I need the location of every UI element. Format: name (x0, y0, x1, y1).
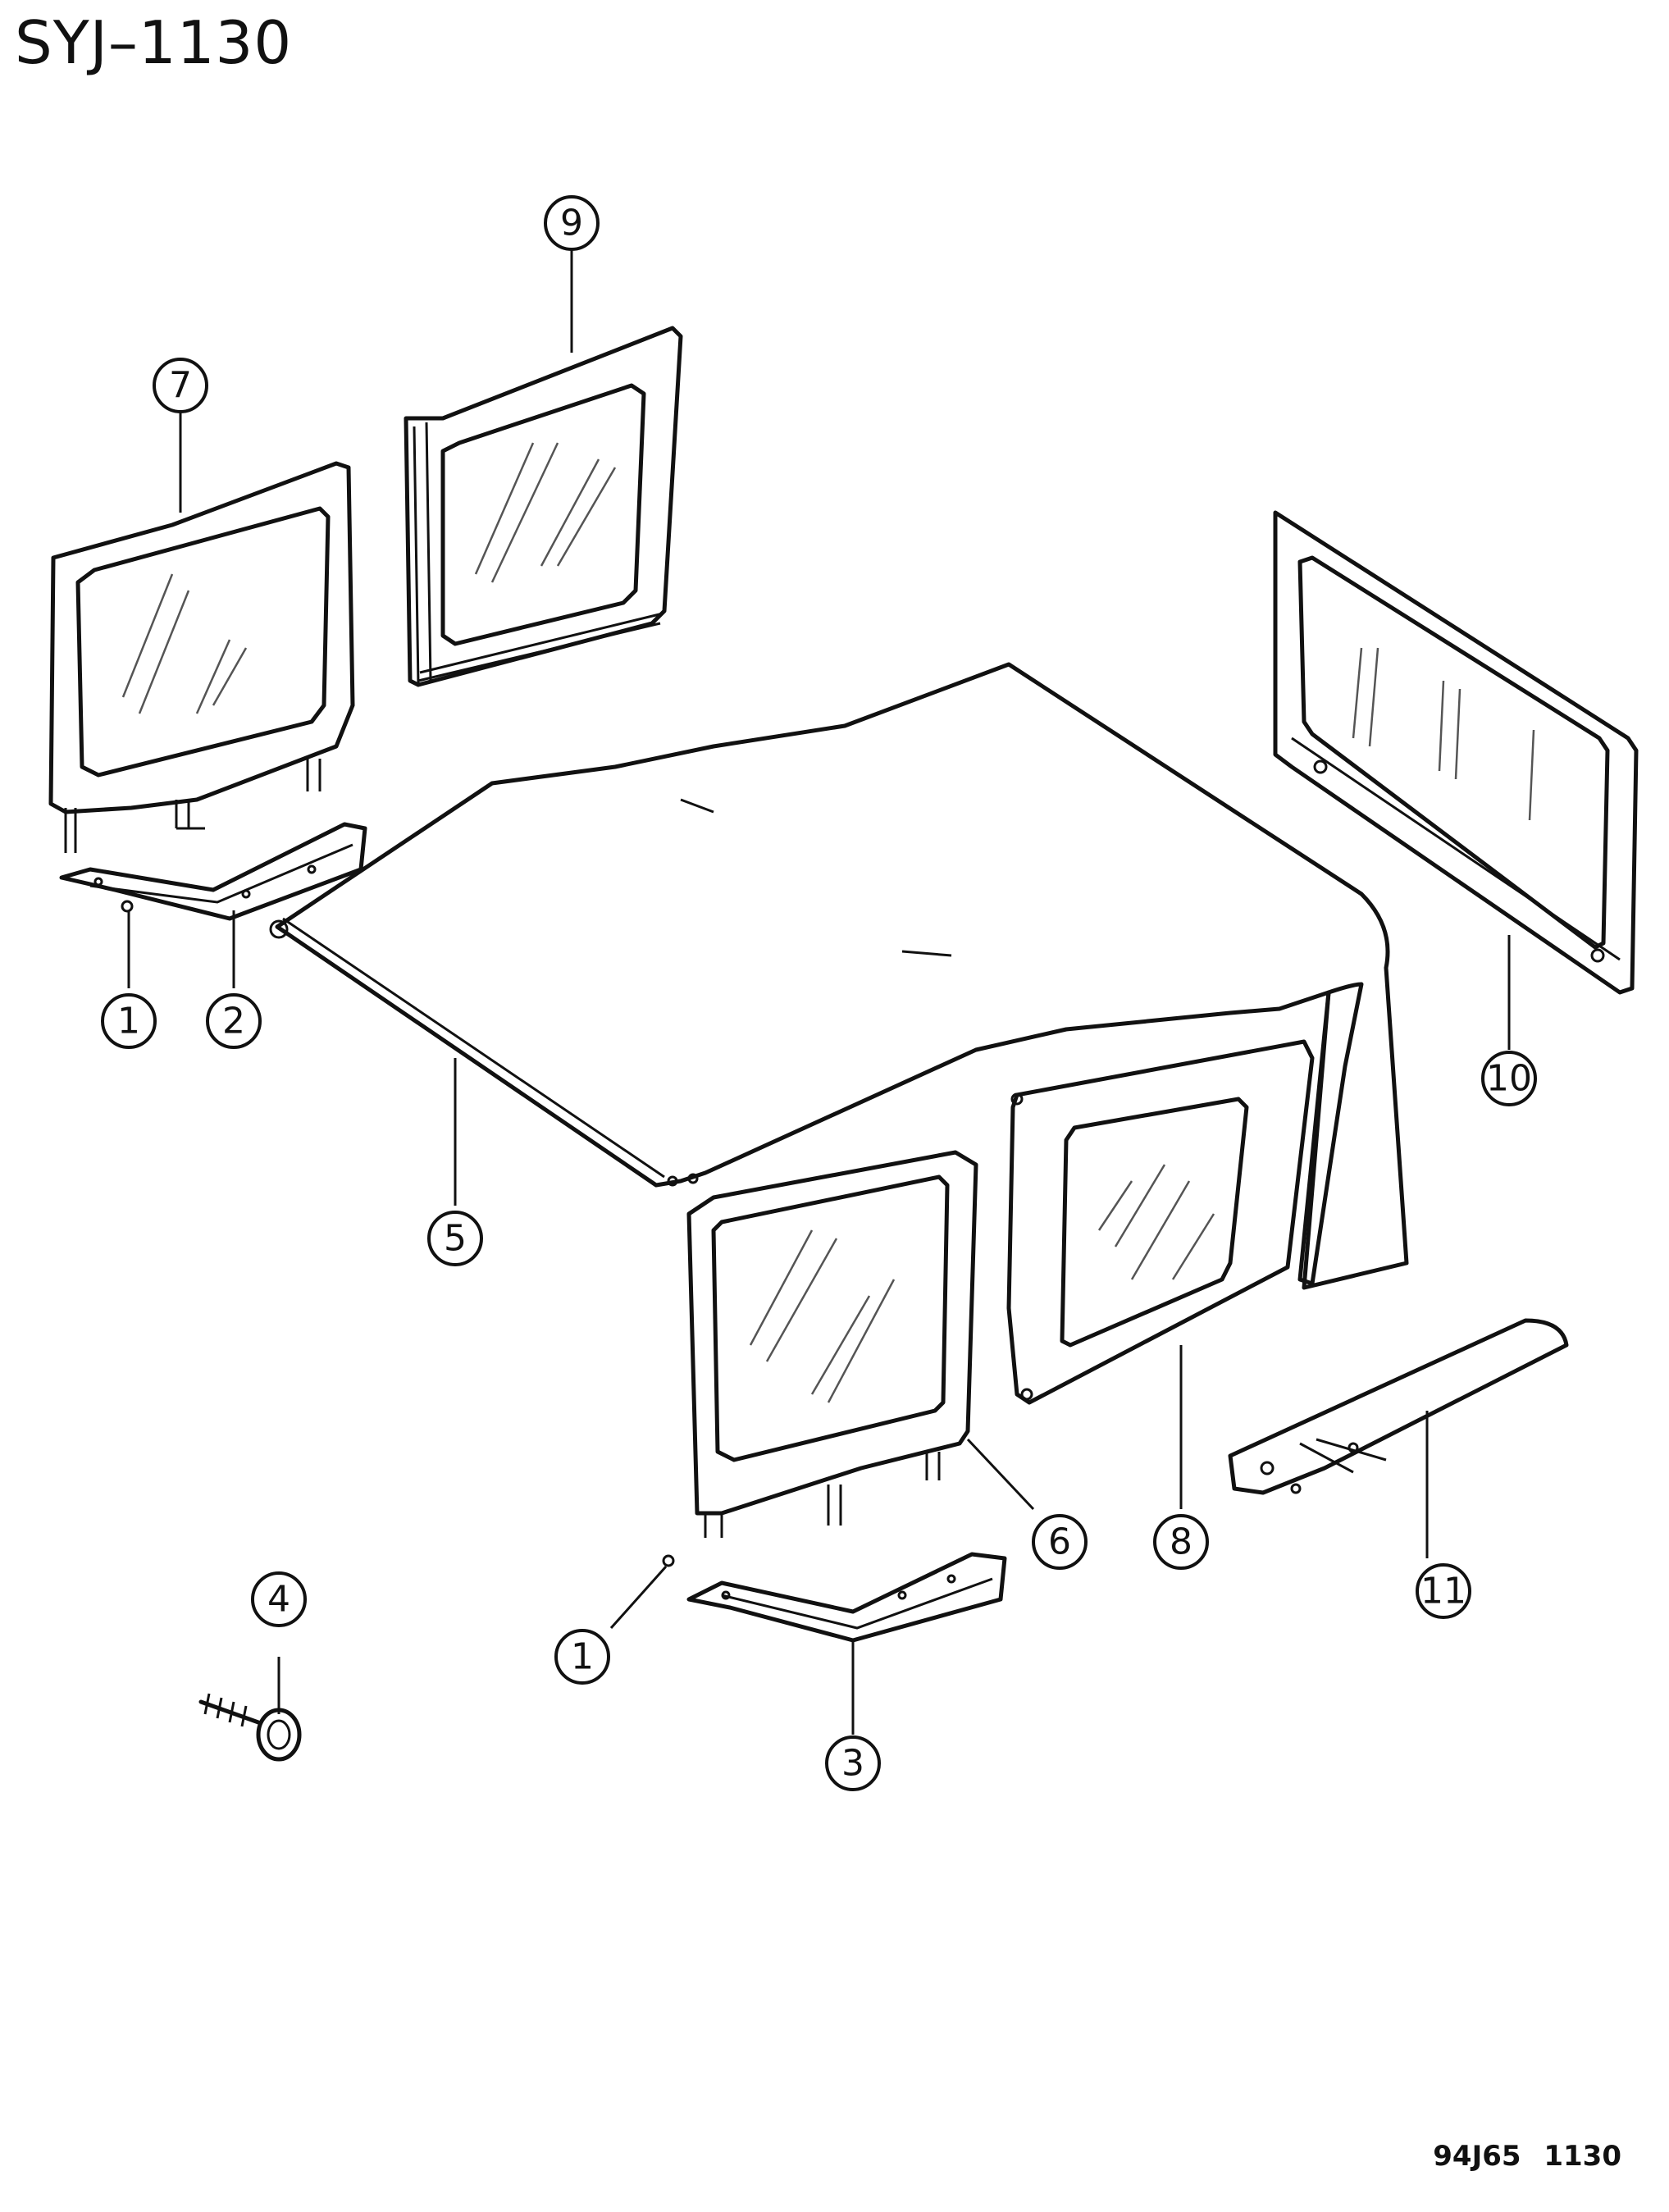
callout-label: 3 (841, 1743, 864, 1785)
rear-window-shape (1273, 510, 1639, 995)
callout-label: 10 (1486, 1058, 1532, 1100)
callout-label: 7 (169, 365, 192, 407)
callout: 9 (544, 195, 600, 251)
screw-small-shapes (121, 900, 675, 1567)
callout-label: 11 (1420, 1571, 1466, 1612)
callout: 7 (153, 358, 208, 413)
callout: 3 (825, 1735, 881, 1791)
right-bracket-shape (686, 1552, 1007, 1643)
callout: 8 (1153, 1514, 1209, 1570)
callout: 1 (554, 1629, 610, 1685)
callout-label: 2 (222, 1001, 245, 1042)
callout: 5 (427, 1211, 483, 1266)
callout: 2 (206, 993, 262, 1049)
soft-top-rear-panel (1297, 982, 1364, 1286)
screw-large-shape (198, 1693, 302, 1762)
left-bracket-shape (59, 822, 367, 921)
callout-label: 1 (571, 1636, 594, 1678)
callout: 10 (1481, 1051, 1537, 1106)
quarter-window-shape (1006, 1039, 1315, 1405)
callout: 6 (1032, 1514, 1088, 1570)
diagram-code: 94J65 1130 (1433, 2140, 1621, 2173)
side-window-shape (686, 1150, 978, 1538)
rear-quarter-window-shape (404, 326, 683, 687)
header-trim-shape (1228, 1318, 1569, 1495)
callout: 1 (101, 993, 157, 1049)
callout-label: 1 (117, 1001, 140, 1042)
callout-label: 5 (444, 1218, 467, 1260)
soft-top-shape (269, 662, 1409, 1290)
leader-lines (127, 244, 1511, 1735)
left-side-window-shape (48, 461, 355, 853)
callout-label: 4 (267, 1579, 290, 1621)
callout: 11 (1416, 1563, 1471, 1619)
diagram-title: SYJ–1130 (15, 8, 293, 77)
callout-label: 8 (1170, 1521, 1192, 1563)
callout: 4 (251, 1571, 307, 1627)
callout-label: 6 (1048, 1521, 1071, 1563)
callout-label: 9 (560, 203, 583, 244)
